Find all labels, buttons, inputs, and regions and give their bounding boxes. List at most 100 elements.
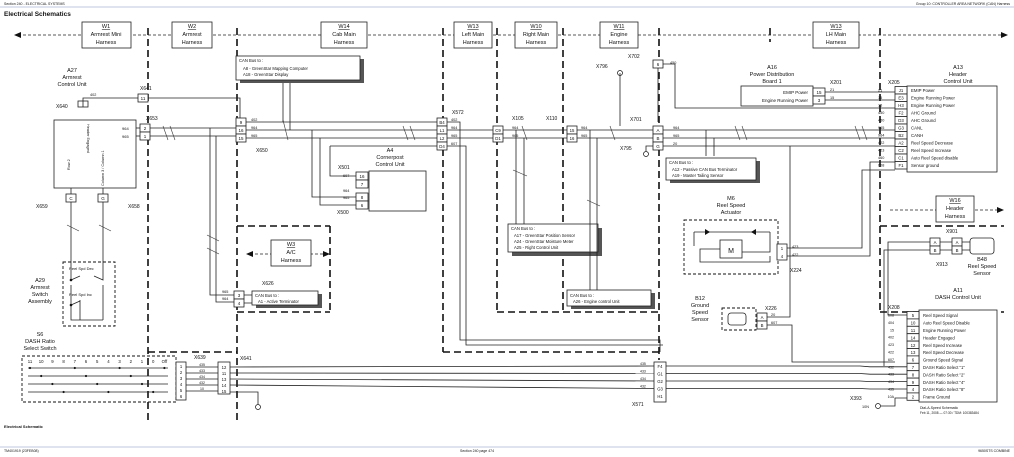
connector-x701: X701 [630, 117, 642, 123]
connector-x500: X500 [337, 210, 349, 216]
a11-wire-label: 422 [888, 351, 894, 355]
svg-text:Actuator: Actuator [721, 210, 742, 216]
connector-x659: X659 [36, 204, 48, 210]
connector-x796: X796 [596, 64, 608, 70]
a13-pin: A2 [898, 141, 904, 146]
svg-text:W13: W13 [467, 24, 478, 30]
stamp-line1: Dial-A-Speed Schematic [920, 406, 958, 410]
x639-pin: 12 [222, 365, 227, 370]
svg-text:964: 964 [512, 126, 518, 130]
harness-w1: W1 Armrest Mini Harness [81, 21, 132, 49]
svg-text:15: 15 [570, 128, 575, 133]
a11-pin: 9 [912, 380, 915, 385]
connector-x639: X639 [194, 355, 206, 361]
connector-x640: X640 [56, 104, 68, 110]
connector-x224: X224 [790, 268, 802, 274]
connector-x795: X795 [620, 146, 632, 152]
bus-wire [666, 388, 907, 390]
connector-x653: X653 [146, 116, 158, 122]
power-distribution-board: A16 Power Distribution Board 1 EMIP Powe… [740, 65, 814, 107]
svg-text:B4: B4 [439, 120, 445, 125]
connector-x913: X913 [936, 262, 948, 268]
connector-x393: X393 [850, 396, 862, 402]
a11-pin: 5 [912, 313, 915, 318]
svg-text:Harness: Harness [281, 258, 302, 264]
s6-position-label: 2 [130, 359, 133, 364]
a11-pin: 6 [912, 358, 915, 363]
svg-text:A26 - Engine control Unit: A26 - Engine control Unit [573, 299, 620, 304]
svg-text:Ground: Ground [691, 303, 709, 309]
connector-x626: X626 [262, 281, 274, 287]
svg-text:8: 8 [361, 195, 364, 200]
svg-text:L1: L1 [440, 128, 445, 133]
x639-pin: 11 [222, 371, 227, 376]
s6-pin: 3 [180, 376, 183, 381]
svg-text:W16: W16 [949, 198, 960, 204]
svg-text:Reel Speed: Reel Speed [968, 264, 997, 270]
a11-wire-label: 402 [888, 336, 894, 340]
svg-text:7: 7 [361, 182, 364, 187]
x571-pin: G1 [657, 372, 663, 377]
svg-text:965: 965 [451, 134, 457, 138]
a13-pin-label: AHC Ground [911, 118, 936, 123]
a11-pin: 11 [911, 328, 916, 333]
svg-text:Control Unit: Control Unit [375, 162, 405, 168]
s6-pin: 4 [180, 382, 183, 387]
a11-pin: 4 [912, 387, 915, 392]
svg-text:15: 15 [816, 90, 822, 95]
svg-text:965: 965 [222, 290, 228, 294]
s6-wire-label: 432 [199, 381, 205, 385]
svg-text:Row 2: Row 2 [67, 159, 71, 170]
ground-speed-sensor: B12 Ground Speed Sensor [691, 296, 757, 331]
a11-pin: 2 [912, 395, 915, 400]
a13-pin: F2 [898, 111, 904, 116]
svg-text:W3: W3 [287, 242, 295, 248]
svg-text:A16: A16 [767, 65, 777, 71]
svg-text:450: 450 [670, 61, 676, 65]
x571-pin: G3 [657, 387, 663, 392]
a13-pin: C2 [898, 148, 904, 153]
a13-wire-label: 423 [878, 149, 884, 153]
connector-x901: X901 [946, 229, 958, 235]
svg-text:964: 964 [343, 189, 349, 193]
svg-text:964: 964 [451, 126, 457, 130]
a13-pin-label: Sensor ground [911, 163, 940, 168]
svg-text:2: 2 [144, 126, 147, 131]
a13-pin: H3 [898, 103, 904, 108]
note-can-cab: CAN Bus to : A8 - GreenStar Mapping Comp… [235, 55, 364, 83]
svg-text:965: 965 [343, 196, 349, 200]
a11-pin-box [906, 392, 920, 401]
a11-pin-label: DASH Ratio Select "2" [923, 372, 965, 377]
connector-x105: X105 [512, 116, 524, 122]
s6-pin: 2 [180, 370, 183, 375]
svg-text:Cornerpost: Cornerpost [376, 155, 404, 161]
svg-text:Engine Running Power: Engine Running Power [762, 98, 809, 103]
a13-wire-label: 15 [878, 96, 882, 100]
bus-wire [666, 380, 907, 382]
bus-wire [666, 373, 907, 375]
a13-wire-label: 460 [878, 156, 884, 160]
svg-text:W14: W14 [338, 24, 349, 30]
svg-text:Armrest Mini: Armrest Mini [91, 32, 122, 38]
footer-caption: Electrical Schematic [4, 424, 44, 429]
a11-pin-label: Auto Reel Speed Disable [923, 321, 970, 326]
svg-text:964: 964 [581, 126, 587, 130]
svg-text:Board 1: Board 1 [762, 79, 781, 85]
footer-left[interactable]: TM401919 (23FEB08) [4, 449, 39, 453]
svg-text:Sensor: Sensor [691, 317, 709, 323]
svg-text:A24 - GreenStar Moisture Meter: A24 - GreenStar Moisture Meter [514, 239, 574, 244]
a13-pin-label: CANH [911, 133, 923, 138]
bus-wire [229, 365, 655, 368]
svg-text:EMIP Power: EMIP Power [783, 90, 808, 95]
svg-text:A17 - GreenStar Position Senso: A17 - GreenStar Position Sensor [514, 233, 576, 238]
svg-text:C: C [69, 196, 73, 201]
a13-pin: B2 [898, 133, 904, 138]
svg-text:A/C: A/C [286, 250, 295, 256]
a13-wire-label: 450 [878, 119, 884, 123]
a11-pin-label: Reel Speed Increase [923, 343, 963, 348]
a13-pin-label: CANL [911, 126, 923, 131]
a11-pin-label: Reel Speed Decrease [923, 350, 965, 355]
svg-text:W10: W10 [530, 24, 541, 30]
svg-text:Harness: Harness [609, 40, 630, 46]
s6-position-label: 3 [118, 359, 121, 364]
